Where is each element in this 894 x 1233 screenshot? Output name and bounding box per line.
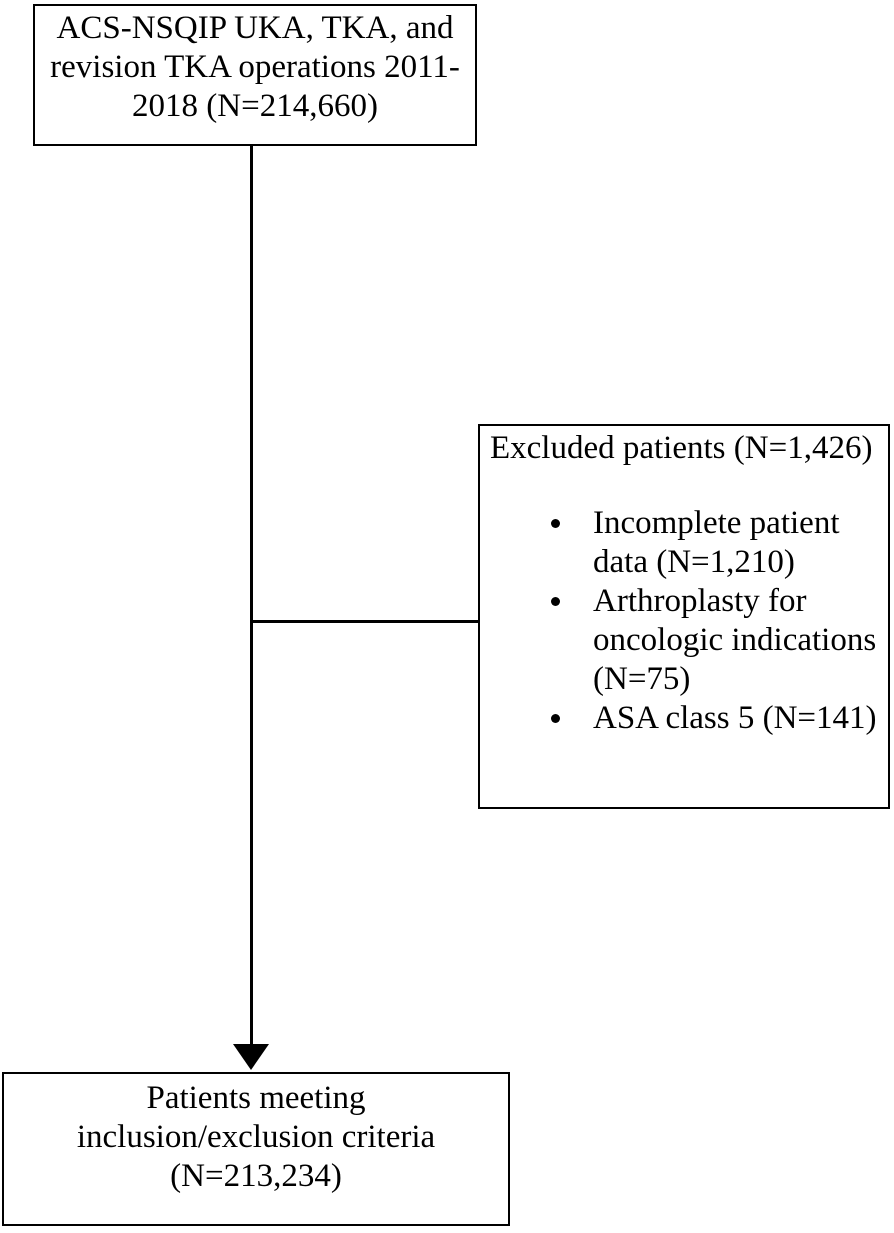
list-item-text: Incomplete patient data (N=1,210) [593, 504, 888, 582]
list-item: Incomplete patient data (N=1,210) [480, 504, 888, 582]
bullet-icon [550, 582, 593, 606]
node-text-line: (N=213,234) [170, 1158, 342, 1194]
bullet-icon [550, 699, 593, 723]
item-text-line: Arthroplasty for [593, 583, 807, 619]
node-text-line: revision TKA operations 2011- [50, 49, 460, 85]
excluded-header: Excluded patients (N=1,426) [490, 430, 873, 466]
item-text-line: (N=75) [593, 661, 691, 697]
connector-excluded-branch-line [250, 620, 478, 623]
excluded-reasons-list: Incomplete patient data (N=1,210) Arthro… [480, 504, 888, 738]
list-item: ASA class 5 (N=141) [480, 699, 888, 738]
list-item: Arthroplasty for oncologic indications (… [480, 582, 888, 699]
node-text-line: 2018 (N=214,660) [132, 88, 378, 124]
bullet-icon [550, 504, 593, 528]
item-text-line: Incomplete patient [593, 505, 840, 541]
node-included-patients: Patients meeting inclusion/exclusion cri… [2, 1072, 510, 1226]
list-item-text: ASA class 5 (N=141) [593, 699, 888, 738]
node-text-line: inclusion/exclusion criteria [76, 1119, 436, 1155]
node-text-line: Patients meeting [146, 1080, 366, 1116]
node-excluded-patients: Excluded patients (N=1,426) Incomplete p… [478, 424, 890, 809]
list-item-text: Arthroplasty for oncologic indications (… [593, 582, 888, 699]
item-text-line: oncologic indications [593, 622, 877, 658]
connector-vertical-line [250, 146, 253, 1046]
node-text-line: ACS-NSQIP UKA, TKA, and [56, 10, 454, 46]
node-source-operations: ACS-NSQIP UKA, TKA, and revision TKA ope… [33, 4, 477, 146]
arrow-down-icon [233, 1044, 269, 1070]
item-text-line: ASA class 5 (N=141) [593, 700, 877, 736]
item-text-line: data (N=1,210) [593, 544, 795, 580]
